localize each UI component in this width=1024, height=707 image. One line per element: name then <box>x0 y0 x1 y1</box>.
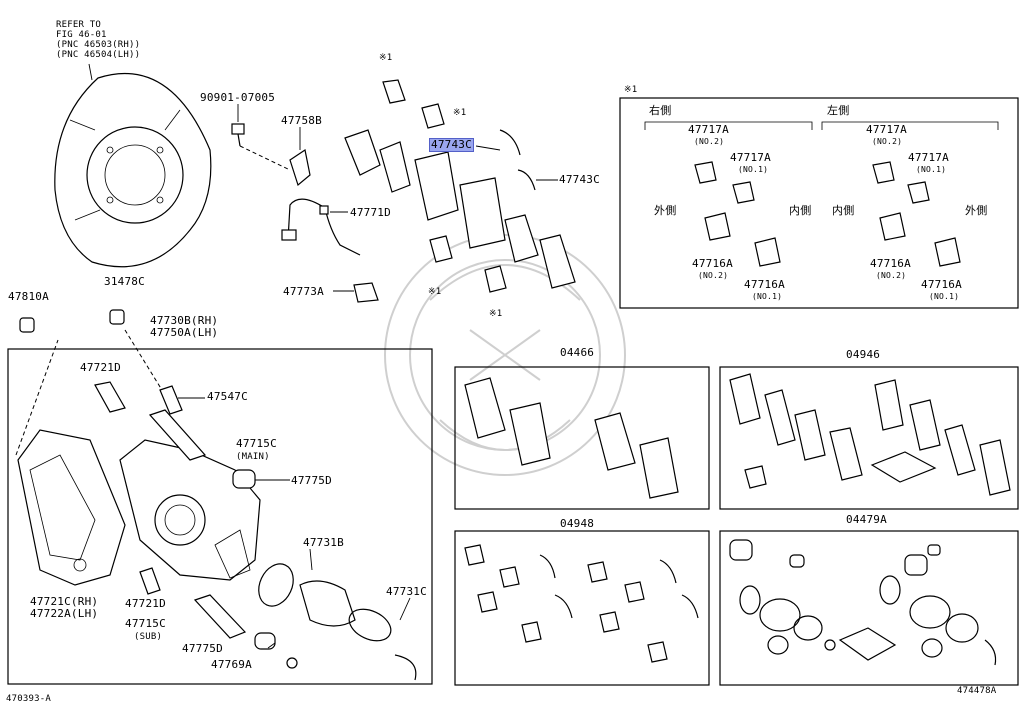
inset-bracket-right <box>644 121 813 130</box>
sensor-wire <box>281 198 361 256</box>
caliper-box <box>7 348 433 685</box>
part-label-47547c[interactable]: 47547C <box>207 390 248 403</box>
inset-r-inner: 内側 <box>789 204 812 217</box>
part-label-47758b[interactable]: 47758B <box>281 114 322 127</box>
kit-box-04946 <box>719 366 1019 510</box>
note-x1-right: ※1 <box>453 108 467 118</box>
inset-l-no1-top: (NO.1) <box>916 165 947 174</box>
kit-04946-contents <box>729 373 1011 496</box>
inset-l-47716a-no2[interactable]: 47716A <box>870 257 911 270</box>
part-label-47743c[interactable]: 47743C <box>559 173 600 186</box>
part-label-31478c[interactable]: 31478C <box>104 275 145 288</box>
inset-r-no2-top: (NO.2) <box>694 137 725 146</box>
sensor-bracket <box>289 127 311 187</box>
part-label-47750a-lh[interactable]: 47750A(LH) <box>150 326 219 339</box>
inset-l-47716a-no1[interactable]: 47716A <box>921 278 962 291</box>
part-label-47775d-bottom[interactable]: 47775D <box>182 642 223 655</box>
inset-r-no1-top: (NO.1) <box>738 165 769 174</box>
inset-l-inner: 内側 <box>832 204 855 217</box>
part-label-47721d-top[interactable]: 47721D <box>80 361 121 374</box>
inset-r-47717a-no1[interactable]: 47717A <box>730 151 771 164</box>
part-label-47721d-bottom[interactable]: 47721D <box>125 597 166 610</box>
part-label-47775d-top[interactable]: 47775D <box>291 474 332 487</box>
inset-bracket-left <box>821 121 999 130</box>
kit-04479a-contents <box>729 539 997 666</box>
part-label-47715c-sub[interactable]: 47715C <box>125 617 166 630</box>
torque-plate-47721c <box>15 339 126 586</box>
inset-l-47717a-no2[interactable]: 47717A <box>866 123 907 136</box>
figure-id-left: 470393-A <box>6 694 51 704</box>
part-label-47731c[interactable]: 47731C <box>386 585 427 598</box>
piston-seals <box>258 548 417 681</box>
kit-label-04948[interactable]: 04948 <box>560 517 595 530</box>
part-label-47769a[interactable]: 47769A <box>211 658 252 671</box>
main-note: (MAIN) <box>236 452 270 462</box>
note-x1-left: ※1 <box>428 287 442 297</box>
part-label-47810a[interactable]: 47810A <box>8 290 49 303</box>
kit-box-04948 <box>454 530 710 686</box>
inset-l-no2-top: (NO.2) <box>872 137 903 146</box>
refer-note[interactable]: REFER TO FIG 46-01 (PNC 46503(RH)) (PNC … <box>56 20 140 60</box>
inset-r-47716a-no2[interactable]: 47716A <box>692 257 733 270</box>
kit-04466-contents <box>464 377 679 499</box>
inset-l-no1-bottom: (NO.1) <box>929 292 960 301</box>
kit-box-04479a <box>719 530 1019 686</box>
inset-box <box>619 97 1019 309</box>
inset-l-no2-bottom: (NO.2) <box>876 271 907 280</box>
refer-line-2: FIG 46-01 <box>56 30 107 40</box>
inset-clips <box>694 161 961 267</box>
note-x1-bottom: ※1 <box>489 309 503 319</box>
refer-line-3: (PNC 46503(RH)) <box>56 40 141 50</box>
kit-label-04946[interactable]: 04946 <box>846 348 881 361</box>
sub-note: (SUB) <box>134 632 163 642</box>
part-label-47771d[interactable]: 47771D <box>350 206 391 219</box>
part-label-47721c-rh[interactable]: 47721C(RH) <box>30 595 99 608</box>
part-label-90901-07005[interactable]: 90901-07005 <box>200 91 276 104</box>
inset-title: ※1 <box>624 85 638 95</box>
brake-pads-top <box>344 129 576 289</box>
kit-box-04466 <box>454 366 710 510</box>
kit-04948-contents <box>464 544 699 663</box>
kit-label-04479a[interactable]: 04479A <box>846 513 887 526</box>
left-side-heading: 左側 <box>827 104 850 117</box>
bleeder-and-pins <box>19 309 298 669</box>
figure-id-right: 474478A <box>957 686 997 696</box>
inset-r-outer: 外側 <box>654 204 677 217</box>
part-label-47730b-rh[interactable]: 47730B(RH) <box>150 314 219 327</box>
inset-r-47716a-no1[interactable]: 47716A <box>744 278 785 291</box>
refer-line-4: (PNC 46504(LH)) <box>56 50 141 60</box>
inset-l-47717a-no1[interactable]: 47717A <box>908 151 949 164</box>
dust-cover-plate <box>54 63 212 268</box>
part-label-47743c-highlighted[interactable]: 47743C <box>429 138 474 152</box>
inset-r-47717a-no2[interactable]: 47717A <box>688 123 729 136</box>
part-label-47731b[interactable]: 47731B <box>303 536 344 549</box>
clip-47773a <box>333 282 379 303</box>
part-label-47722a-lh[interactable]: 47722A(LH) <box>30 607 99 620</box>
kit-label-04466[interactable]: 04466 <box>560 346 595 359</box>
part-label-47715c-main[interactable]: 47715C <box>236 437 277 450</box>
inset-r-no1-bottom: (NO.1) <box>752 292 783 301</box>
part-label-47773a[interactable]: 47773A <box>283 285 324 298</box>
note-x1-top: ※1 <box>379 53 393 63</box>
caliper-body-47730b <box>119 329 261 581</box>
pad-clips-top <box>382 79 558 293</box>
inset-r-no2-bottom: (NO.2) <box>698 271 729 280</box>
inset-l-outer: 外側 <box>965 204 988 217</box>
refer-line-1: REFER TO <box>56 20 101 30</box>
bolt-90901 <box>231 104 291 171</box>
watermark-crest <box>384 234 626 476</box>
right-side-heading: 右側 <box>649 104 672 117</box>
